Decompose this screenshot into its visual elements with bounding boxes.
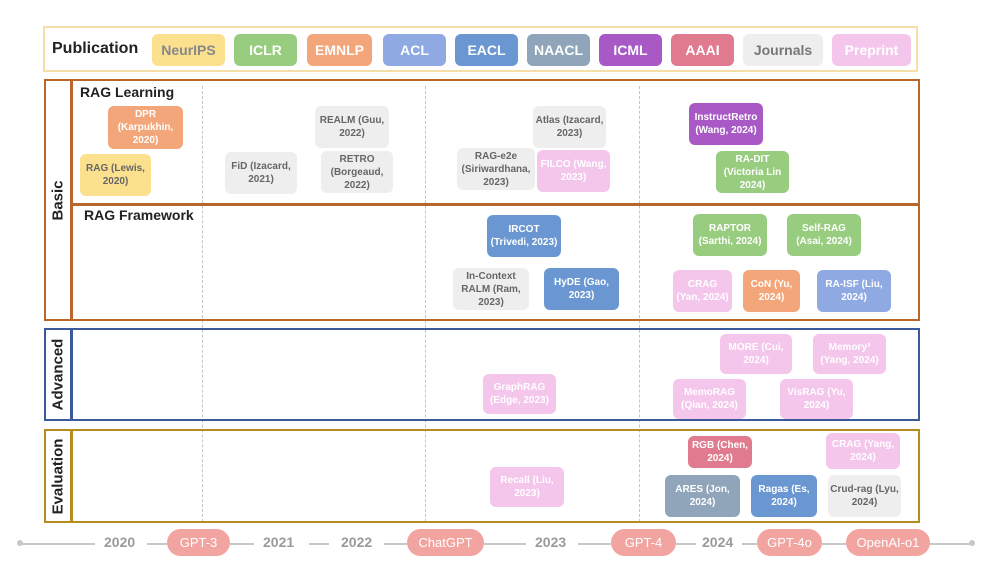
paper-crag-yan: CRAG (Yan, 2024) [673,270,732,312]
timeline-year-2022: 2022 [341,534,373,550]
timeline-segment [676,543,696,545]
divider-2021 [202,86,203,522]
paper-visrag: VisRAG (Yu, 2024) [780,379,853,419]
rag-learning-title: RAG Learning [80,84,175,100]
timeline-model-chatgpt: ChatGPT [407,529,484,556]
paper-instructretro: InstructRetro (Wang, 2024) [689,103,763,145]
paper-ra-isf: RA-ISF (Liu, 2024) [817,270,891,312]
paper-in-context-ralm: In-Context RALM (Ram, 2023) [453,268,529,310]
legend-aaai: AAAI [671,34,734,66]
timeline-segment [20,543,95,545]
timeline-year-2020: 2020 [104,534,136,550]
legend-journals: Journals [743,34,823,66]
timeline-segment [384,543,407,545]
legend-naacl: NAACL [527,34,590,66]
paper-fid: FiD (Izacard, 2021) [225,152,297,194]
legend-title: Publication [52,40,139,57]
paper-recall: Recall (Liu, 2023) [490,467,564,507]
paper-graphrag: GraphRAG (Edge, 2023) [483,374,556,414]
timeline-segment [930,543,972,545]
rag-framework-title: RAG Framework [84,207,194,223]
evaluation-side-label: Evaluation [44,429,72,523]
advanced-panel [71,328,920,421]
legend-eacl: EACL [455,34,518,66]
timeline-year-2023: 2023 [535,534,567,550]
paper-ircot: IRCOT (Trivedi, 2023) [487,215,561,257]
paper-realm: REALM (Guu, 2022) [315,106,389,148]
paper-rag-e2e: RAG-e2e (Siriwardhana, 2023) [457,148,535,190]
evaluation-panel [71,429,920,523]
paper-more: MORE (Cui, 2024) [720,334,792,374]
basic-side-label: Basic [44,79,72,321]
paper-crag-yang: CRAG (Yang, 2024) [826,433,900,469]
publication-legend [43,26,918,72]
legend-neurips: NeurIPS [152,34,225,66]
paper-raptor: RAPTOR (Sarthi, 2024) [693,214,767,256]
timeline-segment [309,543,329,545]
paper-ra-dit: RA-DIT (Victoria Lin 2024) [716,151,789,193]
legend-emnlp: EMNLP [307,34,372,66]
divider-2023 [425,86,426,522]
paper-con: CoN (Yu, 2024) [743,270,800,312]
paper-retro: RETRO (Borgeaud, 2022) [321,151,393,193]
rag-framework-panel [71,204,920,321]
legend-icml: ICML [599,34,662,66]
paper-memory3: Memory³ (Yang, 2024) [813,334,886,374]
paper-dpr: DPR (Karpukhin, 2020) [108,106,183,149]
divider-2024 [639,86,640,522]
timeline-model-openai-o1: OpenAI-o1 [846,529,930,556]
paper-self-rag: Self-RAG (Asai, 2024) [787,214,861,256]
timeline-segment [578,543,611,545]
legend-iclr: ICLR [234,34,297,66]
advanced-side-label: Advanced [44,328,72,421]
timeline-segment [230,543,254,545]
timeline-segment [484,543,526,545]
timeline-year-2024: 2024 [702,534,734,550]
timeline-end-dot [969,540,975,546]
timeline-segment [822,543,846,545]
legend-acl: ACL [383,34,446,66]
paper-atlas: Atlas (Izacard, 2023) [533,106,606,148]
paper-filco: FILCO (Wang, 2023) [537,150,610,192]
timeline-year-2021: 2021 [263,534,295,550]
paper-ares: ARES (Jon, 2024) [665,475,740,517]
timeline-model-gpt4o: GPT-4o [757,529,822,556]
paper-rgb: RGB (Chen, 2024) [688,436,752,468]
timeline-segment [742,543,757,545]
paper-crud-rag: Crud-rag (Lyu, 2024) [828,475,901,517]
timeline-model-gpt3: GPT-3 [167,529,230,556]
timeline-model-gpt4: GPT-4 [611,529,676,556]
paper-memorag: MemoRAG (Qian, 2024) [673,379,746,419]
paper-rag: RAG (Lewis, 2020) [80,154,151,196]
paper-hyde: HyDE (Gao, 2023) [544,268,619,310]
paper-ragas: Ragas (Es, 2024) [751,475,817,517]
timeline-segment [147,543,167,545]
legend-preprint: Preprint [832,34,911,66]
